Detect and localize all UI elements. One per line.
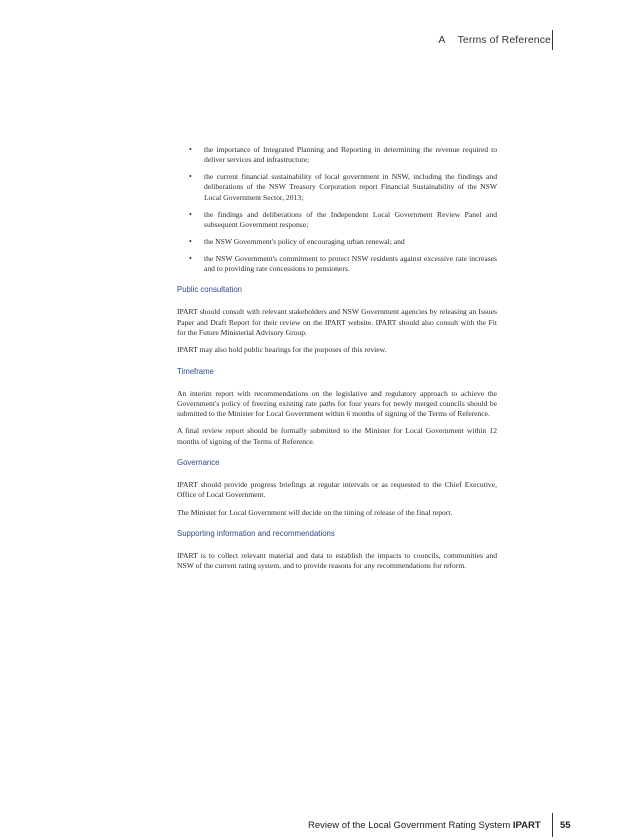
paragraph: IPART is to collect relevant material an… — [177, 550, 497, 571]
page-body: the importance of Integrated Planning an… — [177, 145, 497, 579]
bullet-item: the findings and deliberations of the In… — [177, 210, 497, 231]
heading-public-consultation: Public consultation — [177, 285, 243, 295]
footer-divider — [552, 813, 553, 837]
bullet-item: the current financial sustainability of … — [177, 172, 497, 203]
page-number: 55 — [560, 820, 571, 831]
paragraph: The Minister for Local Government will d… — [177, 507, 453, 517]
paragraph: IPART should provide progress briefings … — [177, 480, 497, 500]
bullet-item: the importance of Integrated Planning an… — [177, 145, 497, 166]
running-header: A Terms of Reference — [438, 34, 551, 46]
paragraph: A final review report should be formally… — [177, 426, 497, 446]
heading-supporting-information: Supporting information and recommendatio… — [177, 528, 335, 538]
footer-brand: IPART — [512, 820, 541, 831]
heading-governance: Governance — [177, 458, 220, 468]
paragraph: IPART should consult with relevant stake… — [177, 307, 497, 337]
bullet-item: the NSW Government's commitment to prote… — [177, 254, 497, 275]
heading-timeframe: Timeframe — [177, 366, 214, 376]
running-footer: Review of the Local Government Rating Sy… — [308, 820, 541, 831]
header-divider — [552, 30, 553, 50]
footer-title: Review of the Local Government Rating Sy… — [308, 820, 511, 831]
bullet-item: the NSW Government's policy of encouragi… — [177, 237, 497, 248]
paragraph: IPART may also hold public hearings for … — [177, 345, 387, 355]
terms-bullet-list: the importance of Integrated Planning an… — [177, 145, 497, 274]
paragraph: An interim report with recommendations o… — [177, 388, 497, 419]
